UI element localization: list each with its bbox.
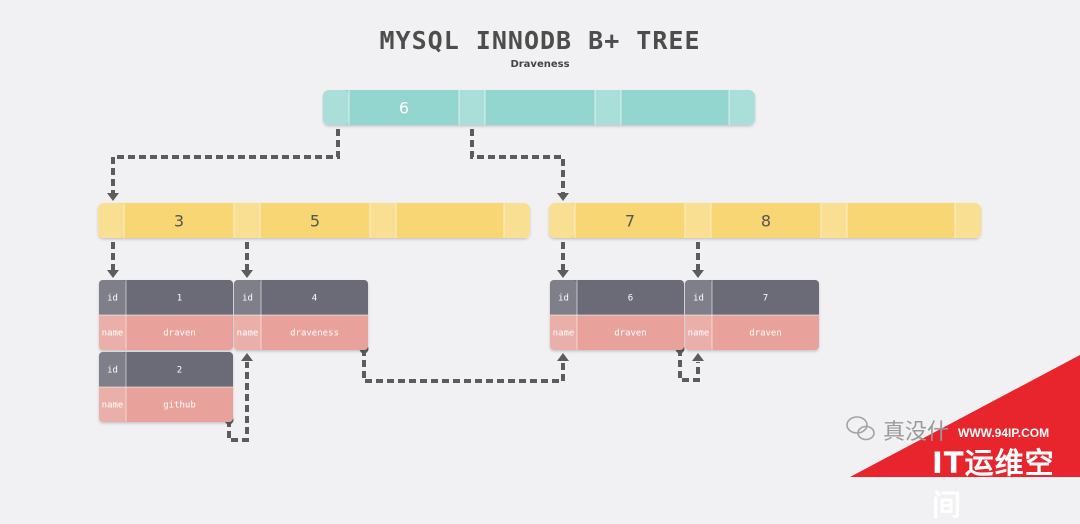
leaf-name-value: github — [163, 401, 196, 411]
arrowhead — [692, 270, 704, 278]
leaf-name-label: name — [688, 329, 710, 339]
arrowhead — [557, 353, 569, 361]
root-node-body — [323, 90, 755, 125]
leaf-name-value: draveness — [290, 329, 339, 339]
author-subtitle: Draveness — [510, 59, 570, 70]
internal-node-right-pointer-slot — [685, 203, 711, 238]
leaf-name-label: name — [237, 329, 259, 339]
watermark-brand-text: 真没什 — [883, 420, 950, 445]
internal-node-right-pointer-slot — [549, 203, 575, 238]
leaf-id-label: id — [558, 294, 569, 304]
internal-node-left-key: 5 — [310, 212, 320, 231]
leaf-name-label: name — [553, 329, 575, 339]
leaf-record-header-fill — [550, 311, 684, 315]
internal-node-left-pointer-slot — [504, 203, 530, 238]
leaf-name-label: name — [102, 401, 124, 411]
edge-leaf-link — [362, 349, 565, 383]
leaf-id-label: id — [107, 366, 118, 376]
arrowhead — [557, 270, 569, 278]
leaf-id-value: 2 — [177, 366, 182, 376]
internal-node-left-pointer-slot — [234, 203, 260, 238]
root-node-pointer-slot — [323, 90, 349, 125]
leaf-record-header — [234, 280, 368, 315]
page-title: MYSQL INNODB B+ TREE — [379, 26, 701, 55]
leaf-record: id 2 name github — [99, 352, 233, 422]
leaf-id-value: 6 — [628, 294, 633, 304]
arrowhead — [241, 270, 253, 278]
arrowhead — [107, 270, 119, 278]
leaf-id-label: id — [242, 294, 253, 304]
leaf-record: id 1 name draven — [99, 280, 233, 350]
leaf-record-header — [550, 280, 684, 315]
wechat-icon — [846, 416, 875, 441]
root-node-pointer-slot — [729, 90, 755, 125]
root-node-pointer-slot — [595, 90, 621, 125]
internal-node-left-body — [98, 203, 530, 238]
internal-node-right-pointer-slot — [821, 203, 847, 238]
root-node-key: 6 — [399, 99, 409, 118]
arrowhead — [557, 193, 569, 201]
leaf-record-header — [685, 280, 819, 315]
leaf-name-value: draven — [749, 329, 782, 339]
leaf-record-header — [99, 352, 233, 387]
root-node-pointer-slot — [459, 90, 485, 125]
internal-node-left-key: 3 — [174, 212, 184, 231]
edge-leaf-link — [227, 362, 249, 442]
watermark-site-name: IT运维空间 — [932, 446, 1055, 522]
internal-node-left-pointer-slot — [370, 203, 396, 238]
internal-node-right-key: 8 — [761, 212, 771, 231]
leaf-id-value: 7 — [763, 294, 768, 304]
leaf-name-value: draven — [163, 329, 196, 339]
watermark-url: WWW.94IP.COM — [958, 426, 1050, 440]
leaf-record-header-fill — [234, 311, 368, 315]
leaf-name-value: draven — [614, 329, 647, 339]
internal-node-right-body — [549, 203, 981, 238]
internal-node-left-pointer-slot — [98, 203, 124, 238]
watermark-graphic — [846, 355, 1080, 477]
internal-node-right-key: 7 — [625, 212, 635, 231]
internal-node-right-pointer-slot — [955, 203, 981, 238]
leaf-record: id 7 name draven — [685, 280, 819, 350]
leaf-id-label: id — [693, 294, 704, 304]
arrowhead — [241, 353, 253, 361]
root-node: 6 — [323, 90, 755, 125]
leaf-id-value: 4 — [312, 294, 317, 304]
arrowhead — [692, 353, 704, 361]
leaf-record-header-fill — [685, 311, 819, 315]
leaf-record-header-fill — [99, 383, 233, 387]
leaf-id-label: id — [107, 294, 118, 304]
leaf-record-header — [99, 280, 233, 315]
edge-leaf-link — [678, 349, 700, 382]
leaf-name-label: name — [102, 329, 124, 339]
edge-root-to-right — [470, 107, 565, 194]
edge-root-to-left — [111, 107, 340, 194]
leaf-record: id 4 name draveness — [234, 280, 368, 350]
leaf-record-header-fill — [99, 311, 233, 315]
leaf-record: id 6 name draven — [550, 280, 684, 350]
arrowhead — [107, 193, 119, 201]
watermark-red-banner — [850, 355, 1080, 477]
leaf-id-value: 1 — [177, 294, 182, 304]
